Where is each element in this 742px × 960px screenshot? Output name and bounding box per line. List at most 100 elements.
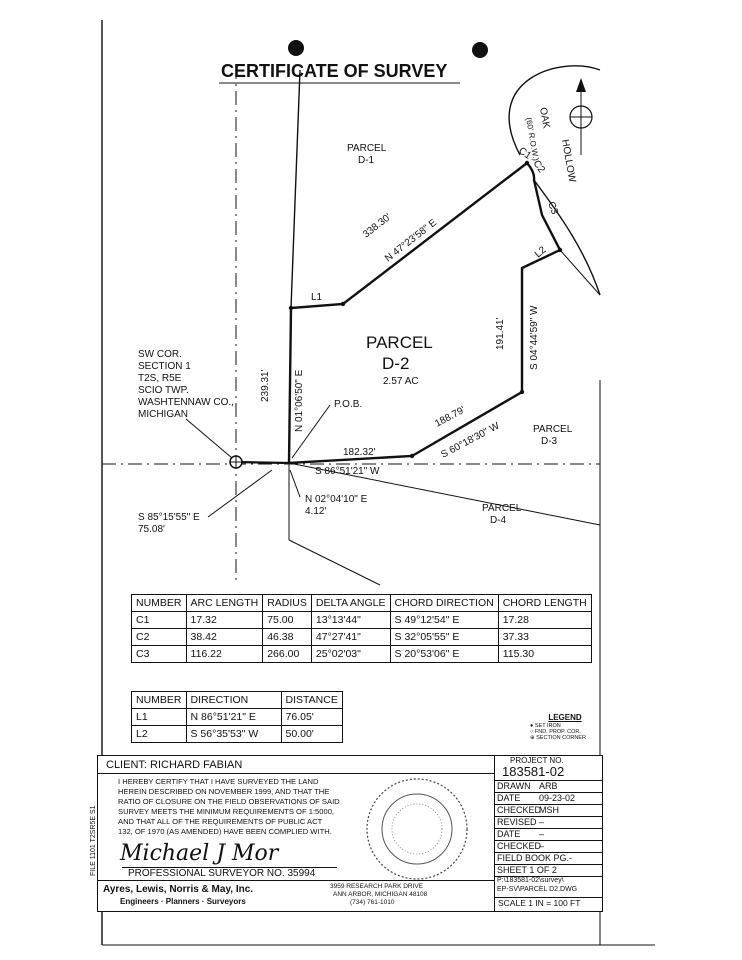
table-cell: S 20°53'06" E [389, 645, 499, 663]
parcel-d3-label-2: D-3 [541, 436, 558, 447]
table-cell: 17.28 [497, 611, 592, 629]
set-iron-icon: ● [530, 723, 534, 729]
sw-cor-line-4: SCIO TWP. [138, 385, 189, 396]
section-corner-icon: ⊕ [530, 735, 535, 741]
table-cell: C1 [131, 611, 187, 629]
parcel-d4-north-line [288, 462, 601, 526]
table-cell: 38.42 [185, 628, 264, 646]
tie-2-bearing: N 02°04'10" E [305, 494, 368, 505]
line-table-header-row: NUMBER DIRECTION DISTANCE [131, 691, 343, 709]
revised-value: – [539, 817, 545, 827]
parcel-d1-label-1: PARCEL [347, 143, 387, 154]
nw-bearing: N 47°23'58" E [383, 217, 439, 264]
parcel-d3-label-1: PARCEL [533, 424, 573, 435]
iron-marker [409, 453, 415, 459]
road-row-north [508, 65, 601, 156]
table-cell: S 49°12'54" E [389, 611, 499, 629]
legend-item: ● SET IRON [530, 723, 600, 729]
parcel-d4-southwest-line [288, 539, 381, 586]
table-cell: 50.00' [280, 725, 343, 743]
table-row: C3 116.22 266.00 25°02'03" S 20°53'06" E… [131, 645, 592, 663]
firm-name: Ayres, Lewis, Norris & May, Inc. [103, 884, 254, 895]
sw-cor-line-2: SECTION 1 [138, 361, 191, 372]
line-table-header: DISTANCE [280, 691, 343, 709]
table-cell: 46.38 [262, 628, 312, 646]
parcel-d1-west-line [290, 69, 301, 309]
parcel-d2-label-1: PARCEL [366, 333, 433, 352]
table-row: C2 38.42 46.38 47°27'41" S 32°05'55" E 3… [131, 628, 592, 646]
file-note: FILE 1101 T2SR5E S1 [90, 805, 97, 876]
curve-table-header-row: NUMBER ARC LENGTH RADIUS DELTA ANGLE CHO… [131, 594, 592, 612]
surveyor-signature: Michael J Mor [120, 841, 279, 866]
drawn-label: DRAWN [497, 781, 531, 791]
legend-item: ⊕ SECTION CORNER [530, 735, 600, 741]
title-block: CLIENT: RICHARD FABIAN I HEREBY CERTIFY … [90, 755, 603, 912]
certification-line: 132, OF 1970 (AS AMENDED) HAVE BEEN COMP… [118, 827, 332, 836]
table-row: C1 17.32 75.00 13°13'44" S 49°12'54" E 1… [131, 611, 592, 629]
parcel-d3-north-line [559, 249, 601, 296]
drawing-path-2: EP-SV\PARCEL D2.DWG [497, 886, 578, 893]
legend: LEGEND ● SET IRON ○ FND. PROP. COR. ⊕ SE… [530, 713, 600, 741]
tie-1-distance: 75.08' [138, 524, 165, 535]
tie-line [235, 460, 290, 465]
certification-line: RATIO OF CLOSURE ON THE FIELD OBSERVATIO… [118, 797, 340, 806]
curve-table-header: ARC LENGTH [185, 594, 264, 612]
table-cell: 47°27'41" [310, 628, 391, 646]
west-distance: 239.31' [260, 369, 271, 402]
legend-item-label: FND. PROP. COR. [534, 729, 581, 735]
parcel-d2-boundary [287, 161, 562, 465]
table-cell: 25°02'03" [310, 645, 391, 663]
curve-table-header: CHORD DIRECTION [389, 594, 499, 612]
firm-phone: (734) 761-1010 [350, 899, 395, 906]
iron-marker [288, 305, 294, 311]
iron-marker [340, 301, 346, 307]
parcel-d2-area: 2.57 AC [383, 376, 419, 387]
sw-cor-leader [185, 418, 233, 459]
south-bearing: S 86°51'21" W [315, 466, 380, 477]
pob-label: P.O.B. [334, 399, 362, 410]
field-book: FIELD BOOK PG.- [497, 853, 573, 863]
east-bearing: S 04°44'59" W [529, 305, 540, 370]
table-cell: 76.05' [280, 708, 343, 726]
table-cell: L2 [131, 725, 187, 743]
table-cell: C2 [131, 628, 187, 646]
south-distance: 182.32' [343, 447, 376, 458]
parcel-d1-label-2: D-1 [358, 155, 375, 166]
sw-cor-line-1: SW COR. [138, 349, 182, 360]
table-cell: 13°13'44" [310, 611, 391, 629]
table-row: L2 S 56°35'53" W 50.00' [131, 725, 343, 743]
legend-title: LEGEND [548, 713, 582, 722]
date-label: DATE [497, 793, 521, 803]
parcel-d4-label-2: D-4 [490, 515, 507, 526]
project-number: 183581-02 [502, 764, 565, 779]
table-cell: L1 [131, 708, 187, 726]
north-arrow-head [576, 78, 586, 92]
east-distance: 191.41' [495, 317, 506, 350]
line-table-header: NUMBER [131, 691, 187, 709]
tie-1-leader [207, 469, 273, 518]
sheet-number: SHEET 1 OF 2 [497, 865, 557, 875]
certification-line: HEREIN DESCRIBED ON NOVEMBER 1999, AND T… [118, 787, 330, 796]
table-cell: 75.00 [262, 611, 312, 629]
table-cell: N 86°51'21" E [185, 708, 282, 726]
legend-item-label: SET IRON [534, 723, 561, 729]
document-title: CERTIFICATE OF SURVEY [221, 61, 447, 81]
checked2-label: CHECKED [497, 841, 542, 851]
sw-cor-line-5: WASHTENNAW CO., [138, 397, 234, 408]
certification-line: I HEREBY CERTIFY THAT I HAVE SURVEYED TH… [118, 777, 319, 786]
table-row: L1 N 86°51'21" E 76.05' [131, 708, 343, 726]
curve-table-header: NUMBER [131, 594, 187, 612]
certification-line: SURVEY MEETS THE MINIMUM REQUIREMENTS OF… [118, 807, 335, 816]
parcel-d2-label-2: D-2 [382, 354, 409, 373]
table-cell: S 32°05'55" E [389, 628, 499, 646]
curve-table-header: CHORD LENGTH [497, 594, 592, 612]
tie-2-leader [289, 469, 301, 498]
found-corner-icon: ○ [530, 729, 534, 735]
drawing-path-1: P:\183581-02\survey\ [497, 877, 564, 884]
curve-table: NUMBER ARC LENGTH RADIUS DELTA ANGLE CHO… [131, 594, 592, 663]
table-cell: 17.32 [185, 611, 264, 629]
tie-2-distance: 4.12' [305, 506, 326, 517]
west-bearing: N 01°06'50" E [294, 369, 305, 432]
se-bearing: S 60°18'30" W [439, 420, 502, 460]
